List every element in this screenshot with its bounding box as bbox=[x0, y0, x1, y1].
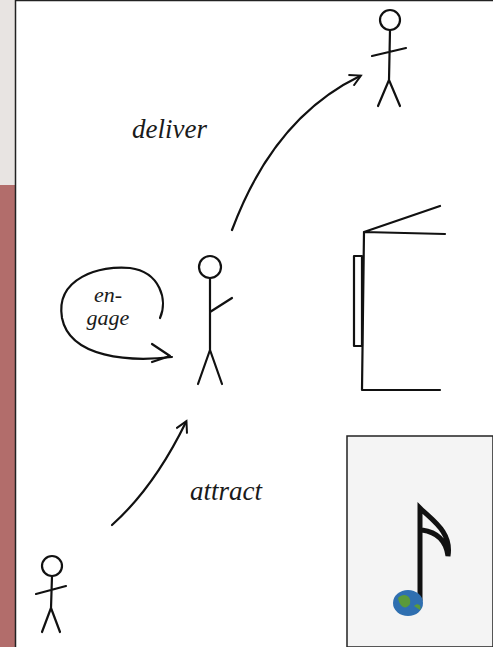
sketch-label: en- gage bbox=[80, 283, 136, 329]
sketch-label: attract bbox=[190, 478, 262, 505]
sketch-label: deliver bbox=[132, 116, 207, 143]
